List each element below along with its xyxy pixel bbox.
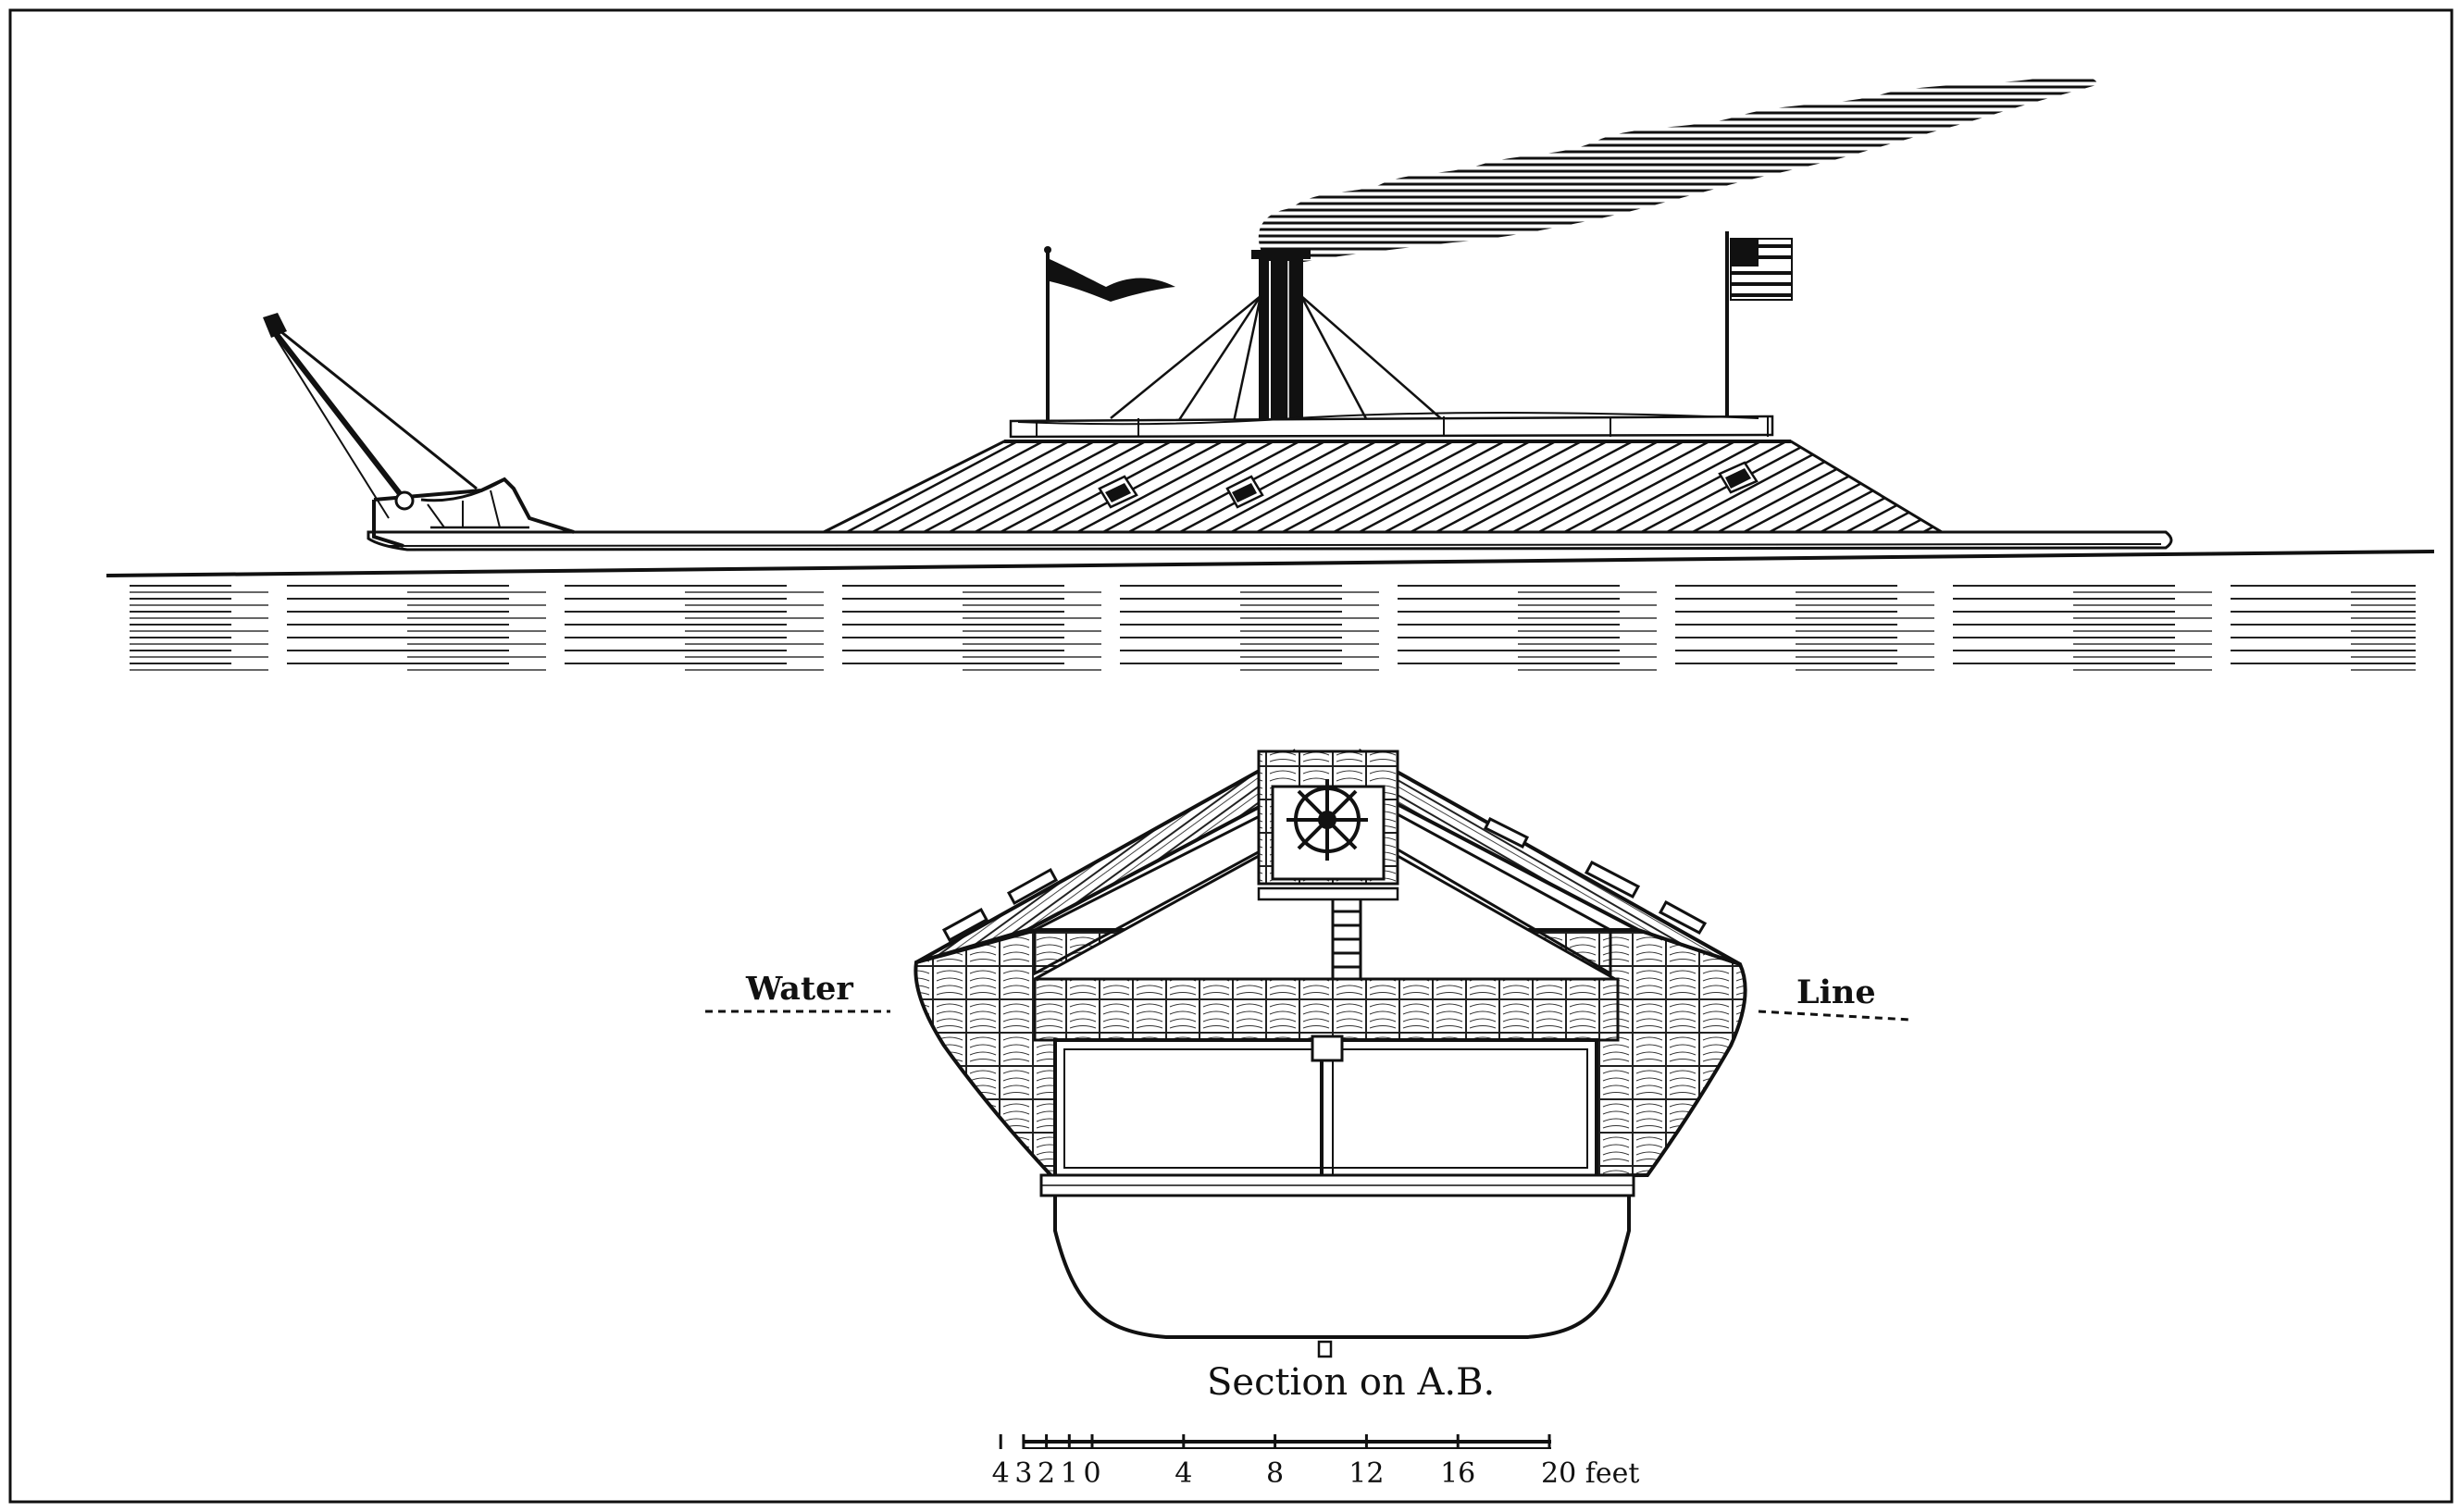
armor-plates [941,816,1708,943]
pennant-flag [1050,259,1175,302]
scale-tick-label: 2 [1038,1457,1055,1490]
water-surface [106,550,2435,675]
funnel-stays [1110,295,1445,436]
deck-awning [1009,412,1774,439]
gun-port-2 [1225,475,1264,509]
plate-border [8,8,2454,1504]
scale-tick-label: 16 [1440,1457,1475,1490]
scale-tick-label: 4 [1175,1457,1192,1490]
scale-tick-label: 8 [1266,1457,1284,1490]
scale-tick-label: 1 [1061,1457,1078,1490]
smokestack [1251,250,1311,437]
side-elevation [106,76,2435,675]
scale-tick-label: 12 [1349,1457,1384,1490]
hold [1039,1035,1635,1197]
keel-stub [1317,1340,1333,1358]
ensign-flag [1730,238,1793,301]
section-caption: Section on A.B. [1207,1361,1495,1404]
pennant-staff [1044,246,1175,426]
water-label: Water [745,970,853,1008]
ladder [1331,899,1362,979]
pilot-house [1257,750,1399,901]
smoke-plume [1258,76,2097,265]
scale-tick-label: 4 [992,1457,1010,1490]
ship-wheel-icon [1286,779,1368,861]
cross-section: Water Line Section on A.B. [705,749,1912,1404]
scale-tick-label: 20 feet [1541,1457,1639,1490]
pillar-cap [1311,1035,1344,1062]
ensign-staff [1725,231,1793,430]
hull-deck [367,530,2173,552]
gun-port-3 [1718,461,1759,494]
scale-tick-label: 0 [1083,1457,1100,1490]
waterline-right [1758,1010,1912,1022]
gun-deck [1033,977,1620,1042]
scale-tick-label: 3 [1014,1457,1032,1490]
line-label: Line [1796,973,1876,1011]
lower-hull [1053,1189,1631,1339]
casemate [823,440,1947,534]
bow-crane [263,313,575,548]
gun-port-1 [1098,475,1138,509]
